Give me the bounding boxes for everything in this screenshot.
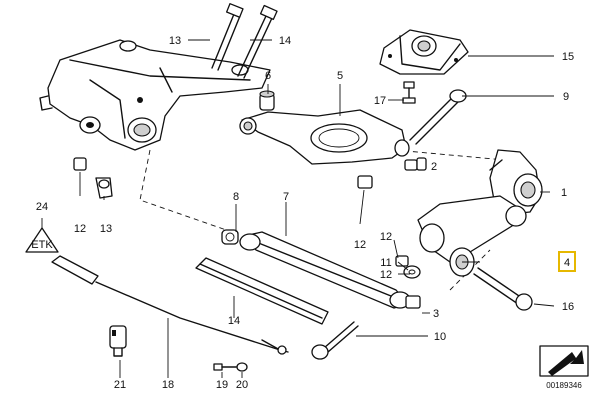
- callout-15: 13: [100, 223, 112, 235]
- callout-24: 24: [36, 201, 48, 213]
- screw-21: [213, 363, 237, 371]
- callout-16: 14: [228, 315, 240, 327]
- callout-12-right: 12: [380, 231, 392, 243]
- nut-12-left: [73, 157, 87, 171]
- clamp-15: [95, 177, 113, 199]
- nut-12-right: [395, 255, 409, 267]
- callout-labels: 13 14 6 5 15 17 9 2 1 8 7 12 13 12 12 11…: [36, 35, 574, 391]
- mount-17: [379, 29, 469, 75]
- warning-triangle-icon: ETK: [25, 227, 59, 253]
- callout-2: 2: [431, 161, 437, 173]
- nut-2: [404, 157, 427, 171]
- callout-6: 6: [265, 70, 271, 82]
- nut-12-mid: [357, 175, 373, 189]
- bolt-9: [409, 89, 467, 145]
- washer-22: [236, 362, 248, 372]
- sensor-23: [109, 325, 127, 357]
- callout-21: 19: [216, 379, 228, 391]
- washer-11: [403, 265, 421, 279]
- trailing-arm: [417, 195, 527, 263]
- callout-12-left: 12: [74, 223, 86, 235]
- callout-10: 10: [434, 331, 446, 343]
- callout-3: 3: [433, 308, 439, 320]
- bolt-10: [311, 321, 359, 360]
- protective-cover-16: [195, 257, 329, 325]
- callout-12-lower: 12: [380, 269, 392, 281]
- callout-12-mid: 12: [354, 239, 366, 251]
- callout-22: 20: [236, 379, 248, 391]
- callout-13: 13: [169, 35, 181, 47]
- callout-8: 8: [233, 191, 239, 203]
- callout-9: 9: [563, 91, 569, 103]
- reference-number: 00189346: [546, 381, 582, 390]
- callout-23: 21: [114, 379, 126, 391]
- callout-14: 14: [279, 35, 291, 47]
- bolt-13: [211, 3, 244, 71]
- warning-symbol-text: ETK: [31, 239, 53, 251]
- callout-7: 7: [283, 191, 289, 203]
- callout-1: 1: [561, 187, 567, 199]
- callout-5: 5: [337, 70, 343, 82]
- nut-3: [405, 295, 421, 309]
- rubber-mount-6: [259, 90, 275, 111]
- control-arm-5: [239, 109, 410, 165]
- bolt-18: [473, 267, 533, 311]
- callout-4: 4: [564, 257, 570, 269]
- callout-4-highlight: [558, 251, 576, 272]
- callout-11: 11: [380, 257, 391, 269]
- reference-box: 00189346: [539, 345, 589, 390]
- bolt-14: [237, 4, 278, 79]
- callout-20: 18: [162, 379, 174, 391]
- cable-20: [51, 255, 289, 355]
- bolt-19: [402, 81, 416, 104]
- leader-lines: [41, 39, 555, 378]
- callout-17: 15: [562, 51, 574, 63]
- callout-19: 17: [374, 95, 386, 107]
- callout-18: 16: [562, 301, 574, 313]
- rear-axle-carrier: [39, 39, 271, 151]
- bushing-8: [221, 229, 239, 245]
